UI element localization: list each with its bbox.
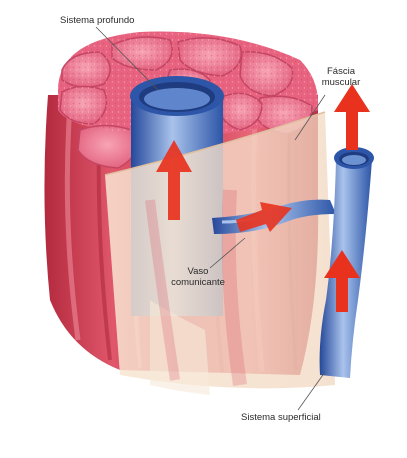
flow-arrows	[156, 84, 370, 312]
leader-line-fascia	[294, 94, 326, 141]
leader-line-deep-system	[95, 26, 159, 91]
up-arrow-icon	[324, 250, 360, 312]
label-superficial-system: Sistema superficial	[241, 412, 321, 423]
label-muscular-fascia-line2: muscular	[321, 77, 361, 88]
label-communicating-vessel: Vaso comunicante	[166, 266, 230, 288]
label-communicating-vessel-line1: Vaso	[187, 266, 209, 277]
label-deep-system: Sistema profundo	[60, 15, 135, 26]
leader-lines	[95, 26, 326, 411]
label-muscular-fascia: Fáscia muscular	[312, 66, 370, 88]
up-arrow-icon	[156, 140, 192, 220]
leader-line-communicating-vessel	[209, 237, 246, 269]
muscular-fascia	[104, 111, 335, 395]
up-arrow-icon	[334, 84, 370, 150]
label-communicating-vessel-line2: comunicante	[171, 277, 225, 288]
up-arrow-icon	[236, 202, 292, 232]
leader-line-superficial-system	[297, 371, 326, 411]
label-muscular-fascia-line1: Fáscia	[327, 66, 355, 77]
